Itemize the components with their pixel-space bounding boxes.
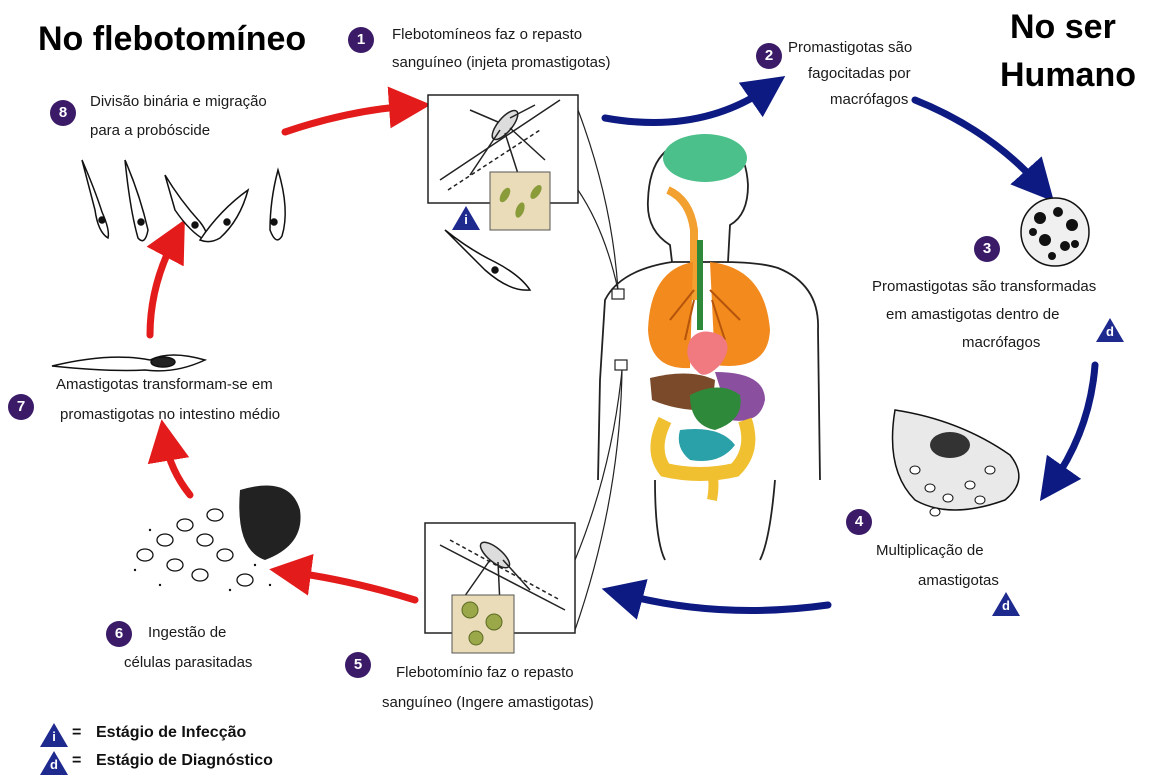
step-8-badge: 8: [50, 100, 76, 126]
infection-stage-icon: i: [40, 723, 68, 747]
step-1-badge: 1: [348, 27, 374, 53]
step-7-text-line1: Amastigotas transformam-se em: [56, 374, 273, 396]
step-3-text-line2: em amastigotas dentro de: [886, 304, 1059, 326]
legend-equals: =: [72, 724, 81, 742]
diagnostic-stage-marker: d: [1096, 318, 1124, 342]
step-2-text-line1: Promastigotas são: [788, 37, 912, 59]
sandfly-feeding-panel-top: [428, 95, 578, 230]
diagnostic-stage-icon: d: [40, 751, 68, 775]
step-5-text-line1: Flebotomínio faz o repasto: [396, 662, 574, 684]
step-3-text-line1: Promastigotas são transformadas: [872, 276, 1096, 298]
step-3-text-line3: macrófagos: [962, 332, 1040, 354]
step-8-text-line2: para a probóscide: [90, 120, 210, 142]
step-5-text-line2: sanguíneo (Ingere amastigotas): [382, 692, 594, 714]
step-6-badge: 6: [106, 621, 132, 647]
step-1-text-line2: sanguíneo (injeta promastigotas): [392, 52, 610, 74]
macrophage-icon: [1021, 198, 1089, 266]
arrow-5-to-6: [290, 572, 415, 600]
step-2-text-line3: macrófagos: [830, 89, 908, 111]
arrow-4-to-5: [622, 594, 828, 610]
legend-label: Estágio de Infecção: [96, 724, 246, 742]
arrow-7-to-8: [150, 238, 175, 335]
infected-cell-icon: [893, 410, 1019, 516]
arrow-3-to-4: [1052, 365, 1095, 484]
step-6-text-line2: células parasitadas: [124, 652, 252, 674]
human-body-icon: [598, 134, 820, 560]
infection-stage-marker: i: [452, 206, 480, 230]
step-3-badge: 3: [974, 236, 1000, 262]
sandfly-feeding-panel-bottom: [425, 523, 575, 653]
step-4-badge: 4: [846, 509, 872, 535]
step-6-text-line1: Ingestão de: [148, 622, 226, 644]
step-4-text-line1: Multiplicação de: [876, 540, 984, 562]
diagnostic-stage-marker: d: [992, 592, 1020, 616]
step-1-text-line1: Flebotomíneos faz o repasto: [392, 24, 582, 46]
step-8-text-line1: Divisão binária e migração: [90, 91, 267, 113]
promastigote-icon: [52, 355, 205, 371]
step-2-text-line2: fagocitadas por: [808, 63, 911, 85]
step-4-text-line2: amastigotas: [918, 570, 999, 592]
human-stage-heading-line1: No ser: [1010, 8, 1116, 46]
infected-cell-icon: [134, 486, 301, 592]
step-5-badge: 5: [345, 652, 371, 678]
vector-stage-heading: No flebotomíneo: [38, 20, 306, 58]
legend-label: Estágio de Diagnóstico: [96, 752, 273, 770]
step-2-badge: 2: [756, 43, 782, 69]
arrow-6-to-7: [165, 440, 190, 495]
arrow-2-to-3: [915, 100, 1040, 186]
arrow-1-to-2: [605, 88, 768, 123]
step-7-text-line2: promastigotas no intestino médio: [60, 404, 280, 426]
arrow-8-to-1: [285, 106, 410, 132]
legend-equals: =: [72, 752, 81, 770]
step-7-badge: 7: [8, 394, 34, 420]
human-stage-heading-line2: Humano: [1000, 56, 1136, 94]
